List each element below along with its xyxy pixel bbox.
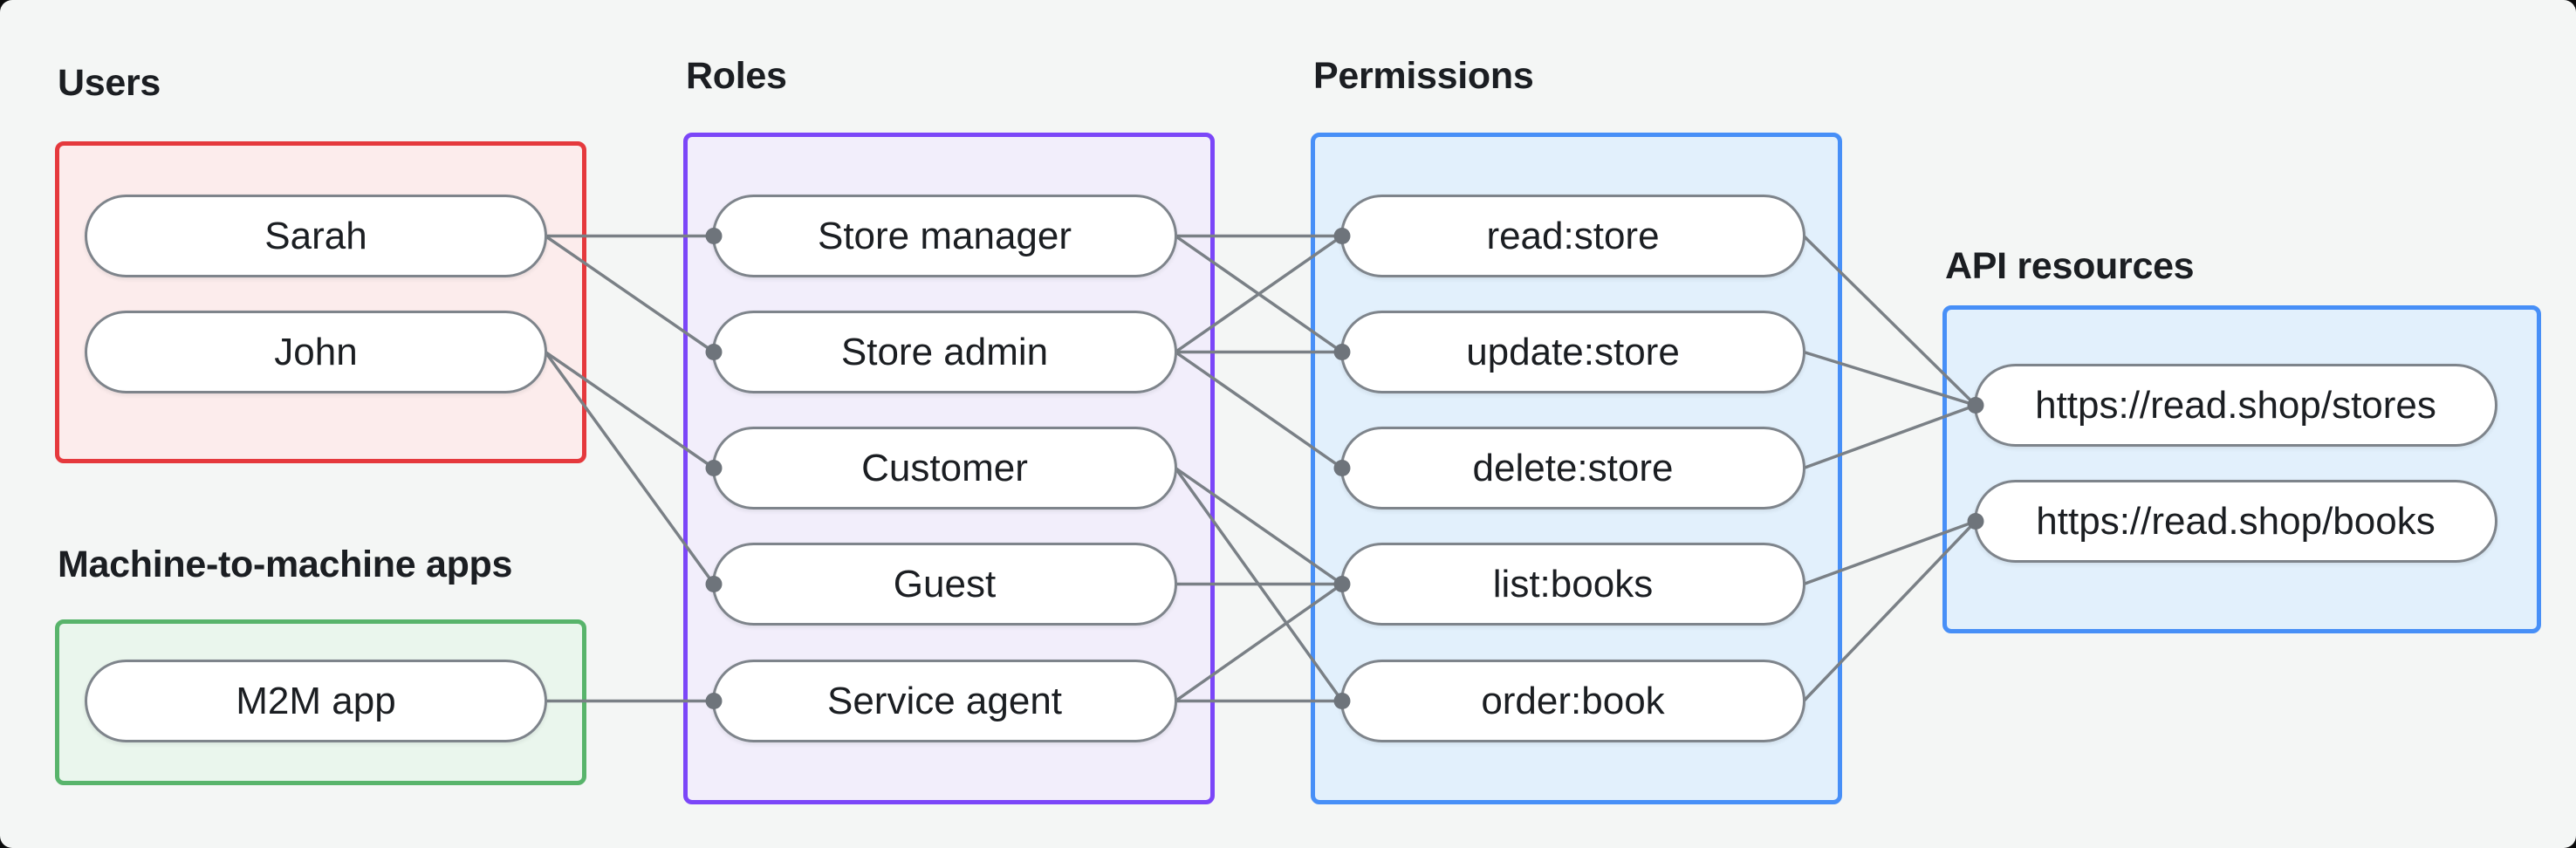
node-stores-api: https://read.shop/stores [1974, 364, 2497, 447]
node-order-book: order:book [1340, 660, 1805, 742]
roles-group-label: Roles [686, 55, 787, 97]
users-group-label: Users [58, 62, 161, 104]
node-m2m-app: M2M app [85, 660, 547, 742]
api-resources-group-label: API resources [1945, 245, 2195, 287]
node-read-store: read:store [1340, 195, 1805, 277]
node-store-admin: Store admin [712, 311, 1177, 393]
node-books-api: https://read.shop/books [1974, 480, 2497, 563]
permissions-group-label: Permissions [1313, 55, 1534, 97]
m2m-group-label: Machine-to-machine apps [58, 544, 513, 585]
node-customer: Customer [712, 427, 1177, 509]
api-resources-group-box [1942, 305, 2541, 633]
node-guest: Guest [712, 543, 1177, 626]
users-group-box [55, 141, 586, 463]
node-service-agent: Service agent [712, 660, 1177, 742]
node-update-store: update:store [1340, 311, 1805, 393]
node-delete-store: delete:store [1340, 427, 1805, 509]
node-store-manager: Store manager [712, 195, 1177, 277]
node-list-books: list:books [1340, 543, 1805, 626]
node-sarah: Sarah [85, 195, 547, 277]
node-john: John [85, 311, 547, 393]
